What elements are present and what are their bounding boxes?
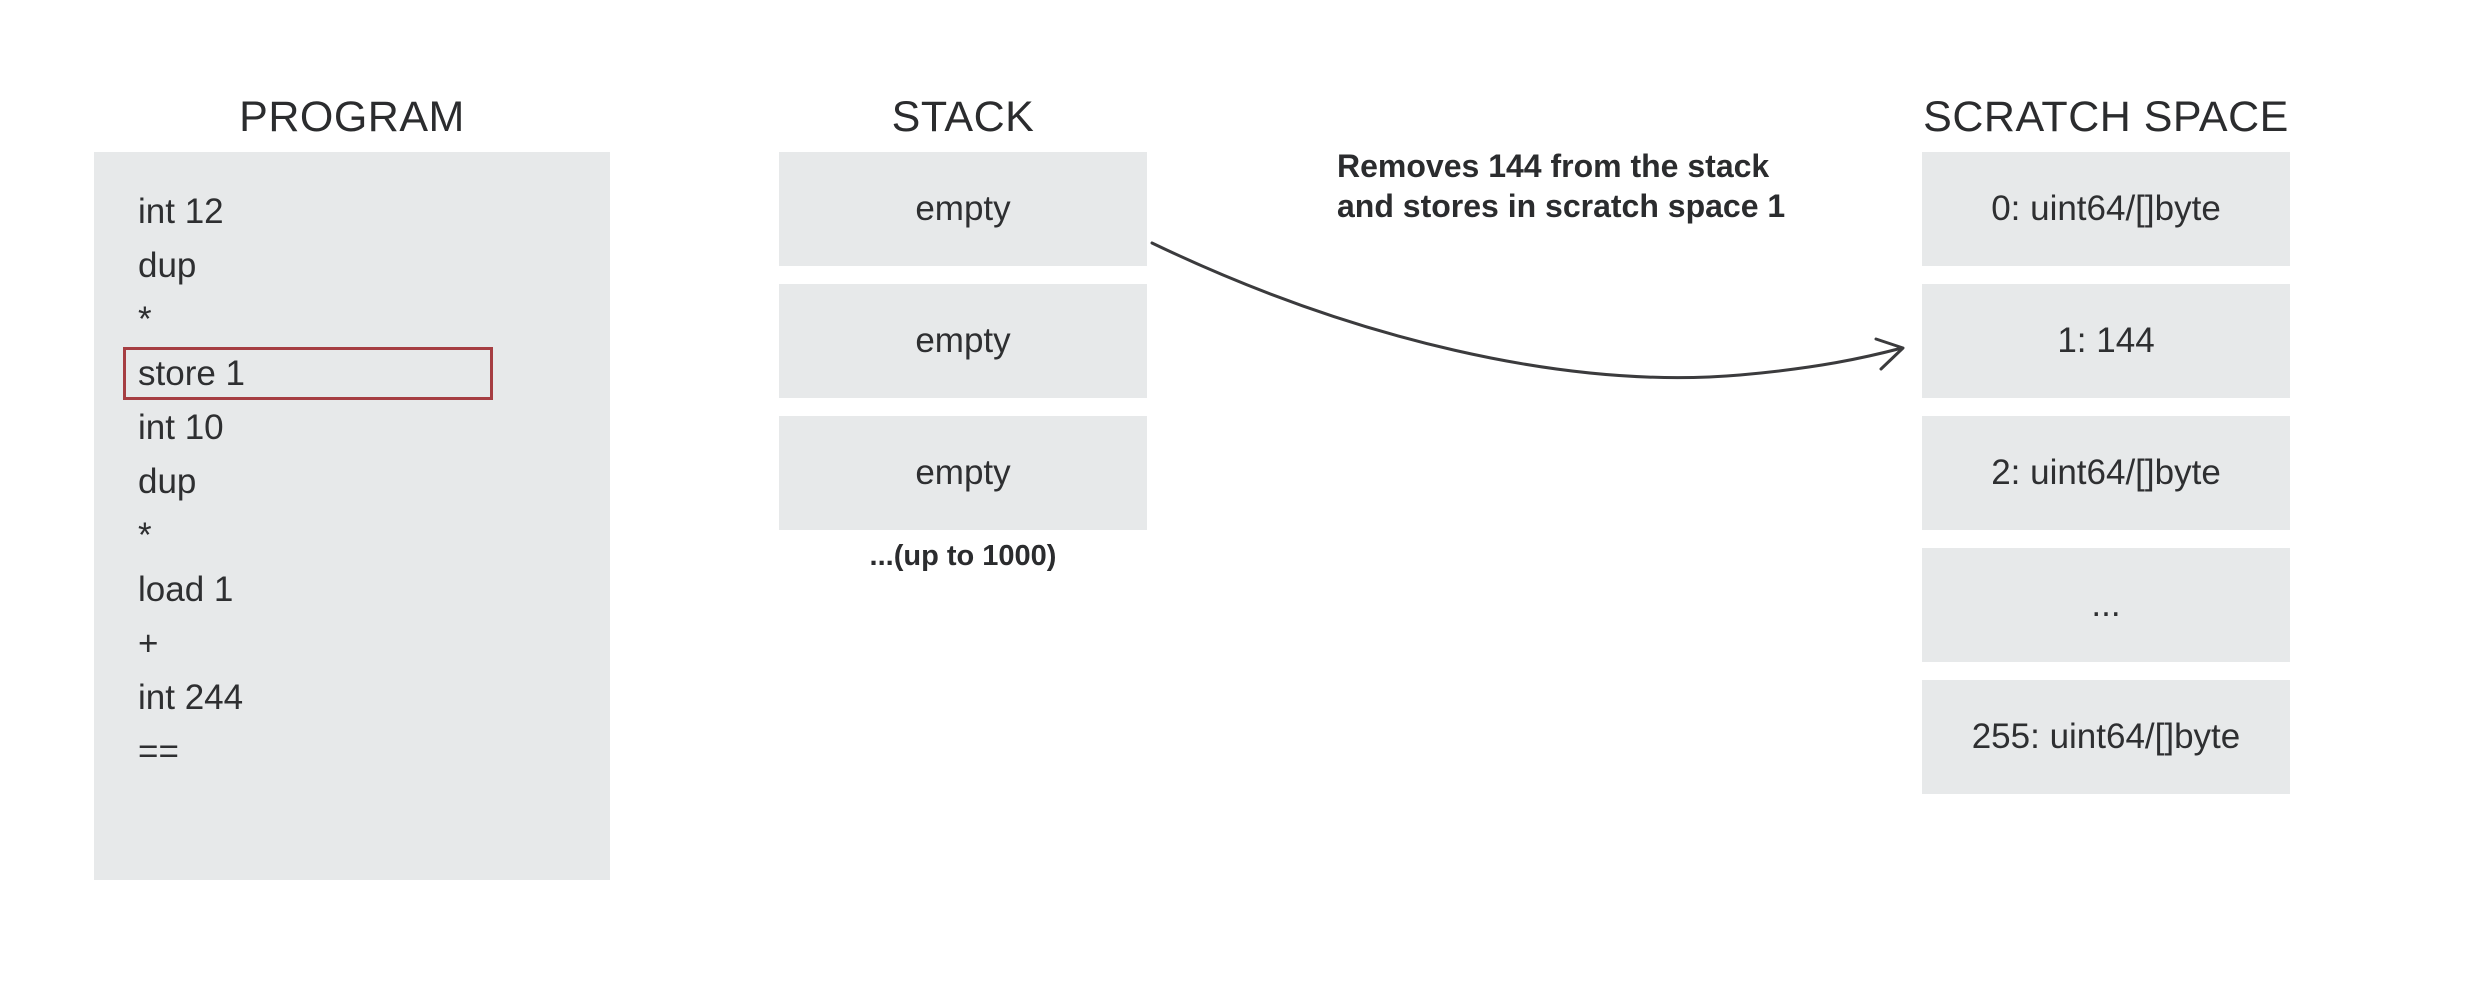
stack-slot-2: empty	[779, 284, 1147, 398]
code-line-dup-1: dup	[138, 246, 197, 285]
code-line-int-12: int 12	[138, 192, 224, 231]
stack-column-title: STACK	[891, 93, 1035, 141]
program-column-title: PROGRAM	[239, 93, 465, 141]
arrow-annotation-line-2: and stores in scratch space 1	[1337, 188, 1786, 224]
code-line-int-10: int 10	[138, 408, 224, 447]
arrow-annotation: Removes 144 from the stack and stores in…	[1337, 146, 1807, 226]
code-line-load-1: load 1	[138, 570, 234, 609]
scratch-space-column-title: SCRATCH SPACE	[1923, 93, 2289, 141]
scratch-slot-0: 0: uint64/[]byte	[1922, 152, 2290, 266]
code-line-dup-2: dup	[138, 462, 197, 501]
code-line-plus: +	[138, 624, 159, 663]
code-line-eq: ==	[138, 732, 179, 771]
code-line-int-244: int 244	[138, 678, 244, 717]
flow-arrow-curve	[1150, 241, 1904, 380]
code-line-mul-1: *	[138, 300, 152, 339]
stack-slot-1: empty	[779, 152, 1147, 266]
stack-slot-3: empty	[779, 416, 1147, 530]
scratch-slot-255: 255: uint64/[]byte	[1922, 680, 2290, 794]
scratch-slot-1: 1: 144	[1922, 284, 2290, 398]
current-instruction-highlight-box	[123, 347, 493, 400]
program-code-lines: int 12 dup * store 1 int 10 dup * load 1…	[94, 185, 610, 779]
code-line-store-1: store 1	[138, 354, 245, 393]
scratch-slot-ellipsis: ...	[1922, 548, 2290, 662]
program-box: int 12 dup * store 1 int 10 dup * load 1…	[94, 152, 610, 880]
flow-arrow-head	[1874, 337, 1905, 371]
stack-caption: ...(up to 1000)	[869, 540, 1057, 572]
scratch-slot-2: 2: uint64/[]byte	[1922, 416, 2290, 530]
code-line-mul-2: *	[138, 516, 152, 555]
arrow-annotation-line-1: Removes 144 from the stack	[1337, 148, 1770, 184]
